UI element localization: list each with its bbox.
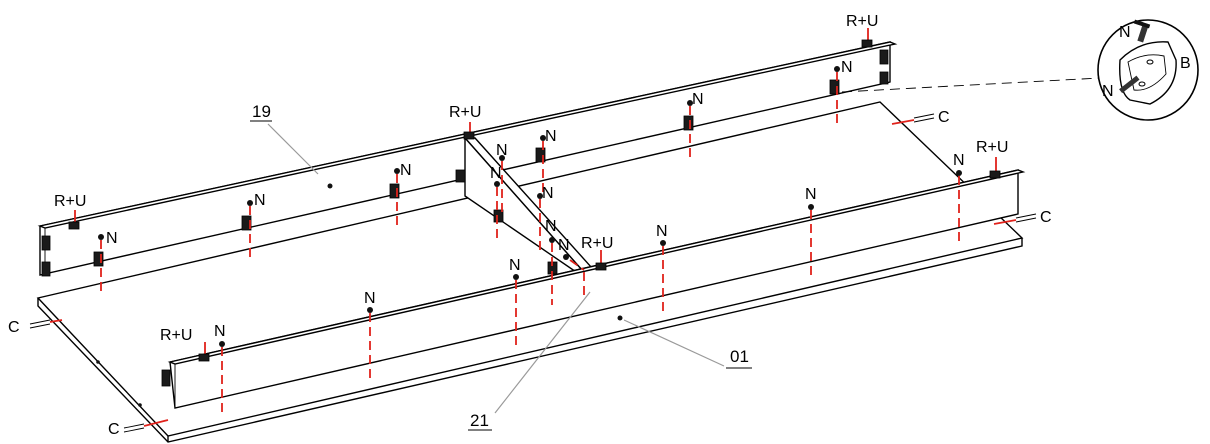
- label-n: N: [805, 186, 817, 203]
- label-ru: R+U: [160, 327, 192, 344]
- label-n: N: [254, 192, 266, 209]
- label-n: N: [656, 223, 668, 240]
- label-n: N: [1102, 83, 1114, 100]
- label-n: N: [953, 152, 965, 169]
- label-ru: R+U: [449, 104, 481, 121]
- label-n: N: [545, 128, 557, 145]
- label-ru: R+U: [846, 13, 878, 30]
- part-number-21: 21: [470, 411, 489, 430]
- label-n: N: [692, 91, 704, 108]
- part-number-19: 19: [252, 102, 271, 121]
- label-n: N: [490, 165, 502, 182]
- label-c: C: [8, 319, 20, 336]
- label-c: C: [108, 421, 120, 438]
- label-n: N: [542, 185, 554, 202]
- label-n: N: [1119, 24, 1131, 41]
- label-n: N: [400, 162, 412, 179]
- label-b: B: [1180, 55, 1191, 72]
- label-n: N: [106, 230, 118, 247]
- label-n: N: [558, 237, 570, 254]
- label-c: C: [1040, 209, 1052, 226]
- label-ru: R+U: [581, 235, 613, 252]
- brackets: [41, 49, 889, 387]
- dowels: C C C C: [8, 109, 1052, 438]
- label-n: N: [364, 290, 376, 307]
- label-n: N: [509, 257, 521, 274]
- label-n: N: [496, 142, 508, 159]
- screw-icon: [1119, 19, 1151, 94]
- label-n: N: [545, 218, 557, 235]
- label-ru: R+U: [54, 193, 86, 210]
- part-callouts: 19 21 01: [250, 102, 752, 431]
- cam-fittings: R+U R+U R+U R+U R+U R+U: [54, 13, 1008, 362]
- label-n: N: [841, 59, 853, 76]
- label-c: C: [938, 109, 950, 126]
- screw-n-group: N N N N N N N N N N N: [98, 59, 965, 414]
- detail-magnifier-icon: N N B: [841, 19, 1199, 121]
- label-n: N: [214, 323, 226, 340]
- part-number-01: 01: [730, 347, 749, 366]
- label-ru: R+U: [976, 139, 1008, 156]
